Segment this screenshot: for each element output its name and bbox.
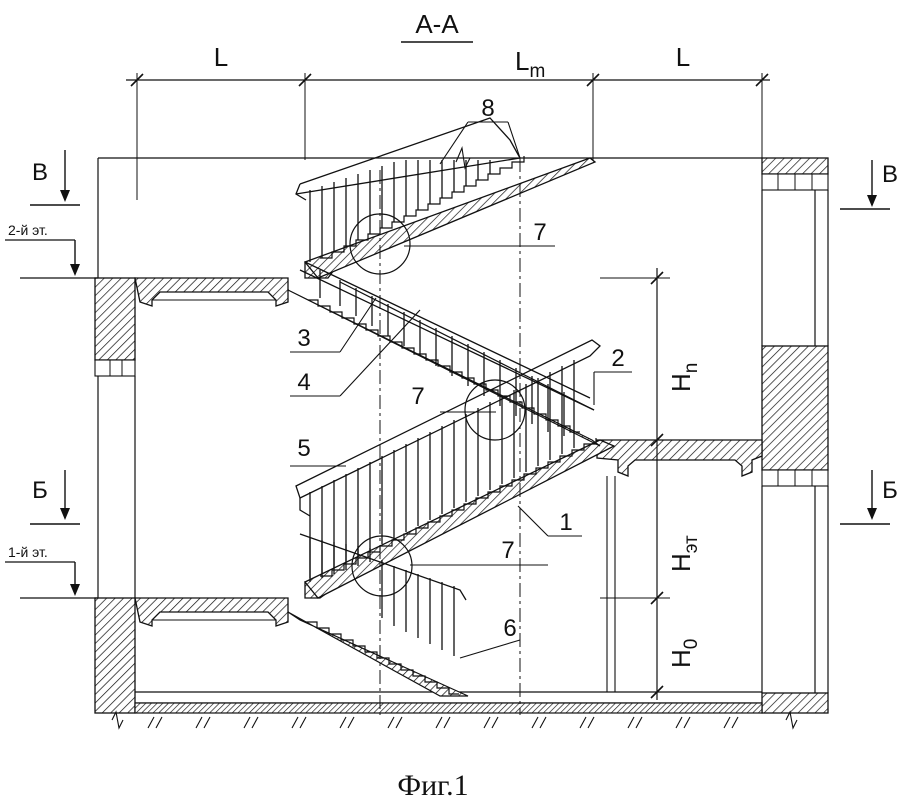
railing-middle bbox=[299, 261, 595, 436]
callout-2: 2 bbox=[611, 345, 624, 372]
callout-5: 5 bbox=[297, 435, 310, 462]
callout-6: 6 bbox=[503, 615, 516, 642]
floor-level-mark-second bbox=[5, 239, 98, 279]
callout-3: 3 bbox=[297, 325, 310, 352]
section-mark-lower-left bbox=[30, 470, 80, 525]
height-label-h0-sub: 0 bbox=[681, 639, 702, 650]
floor-slab-first bbox=[134, 597, 289, 627]
height-label-h0-base: H bbox=[666, 649, 696, 668]
floor-slab-second bbox=[134, 277, 289, 307]
dimension-label-left: L bbox=[214, 42, 228, 72]
height-label-het: Hэт bbox=[666, 535, 702, 572]
dimension-label-middle: Lm bbox=[515, 46, 545, 82]
section-mark-lower-left-label: Б bbox=[32, 477, 48, 504]
railing-bottom bbox=[299, 533, 467, 656]
callout-1: 1 bbox=[559, 509, 572, 536]
flight-3 bbox=[303, 156, 597, 279]
section-title: А-А bbox=[415, 9, 459, 39]
section-mark-lower-right bbox=[840, 470, 890, 525]
top-dimension-line bbox=[126, 73, 770, 200]
height-label-hn: Hn bbox=[666, 363, 702, 392]
height-label-het-sub: эт bbox=[681, 535, 702, 553]
section-mark-upper-right bbox=[840, 160, 890, 210]
floor-label-second: 2-й эт. bbox=[8, 222, 48, 238]
section-mark-upper-left bbox=[30, 150, 80, 206]
height-dimension-line bbox=[600, 268, 670, 700]
callout-4: 4 bbox=[297, 369, 310, 396]
floor-level-mark-first bbox=[5, 561, 98, 599]
callout-7-middle: 7 bbox=[411, 383, 424, 410]
railing-lower bbox=[295, 339, 601, 578]
figure-caption: Фиг.1 bbox=[397, 769, 468, 802]
railing-upper bbox=[295, 117, 521, 262]
node-circle-middle bbox=[464, 379, 526, 441]
dimension-label-middle-base: L bbox=[515, 46, 529, 76]
callout-7-top: 7 bbox=[533, 219, 546, 246]
height-label-hn-sub: n bbox=[681, 363, 702, 374]
building-outline bbox=[94, 157, 829, 730]
flight-6 bbox=[287, 611, 469, 697]
flight-1 bbox=[303, 438, 616, 599]
section-mark-lower-right-label: Б bbox=[882, 477, 898, 504]
height-label-hn-base: H bbox=[666, 373, 696, 392]
callout-7-bottom: 7 bbox=[501, 537, 514, 564]
section-mark-upper-right-label: В bbox=[882, 161, 898, 188]
callout-leaders bbox=[290, 121, 632, 659]
dimension-label-middle-sub: m bbox=[529, 61, 545, 82]
height-label-h0: H0 bbox=[666, 639, 702, 668]
callout-8: 8 bbox=[481, 95, 494, 122]
node-circle-top bbox=[349, 213, 411, 275]
intermediate-landing bbox=[596, 439, 763, 692]
flight-2 bbox=[287, 281, 601, 447]
floor-label-first: 1-й эт. bbox=[8, 544, 48, 560]
node-circle-bottom bbox=[351, 535, 413, 597]
height-label-het-base: H bbox=[666, 553, 696, 572]
dimension-label-right: L bbox=[676, 42, 690, 72]
section-mark-upper-left-label: В bbox=[32, 159, 48, 186]
